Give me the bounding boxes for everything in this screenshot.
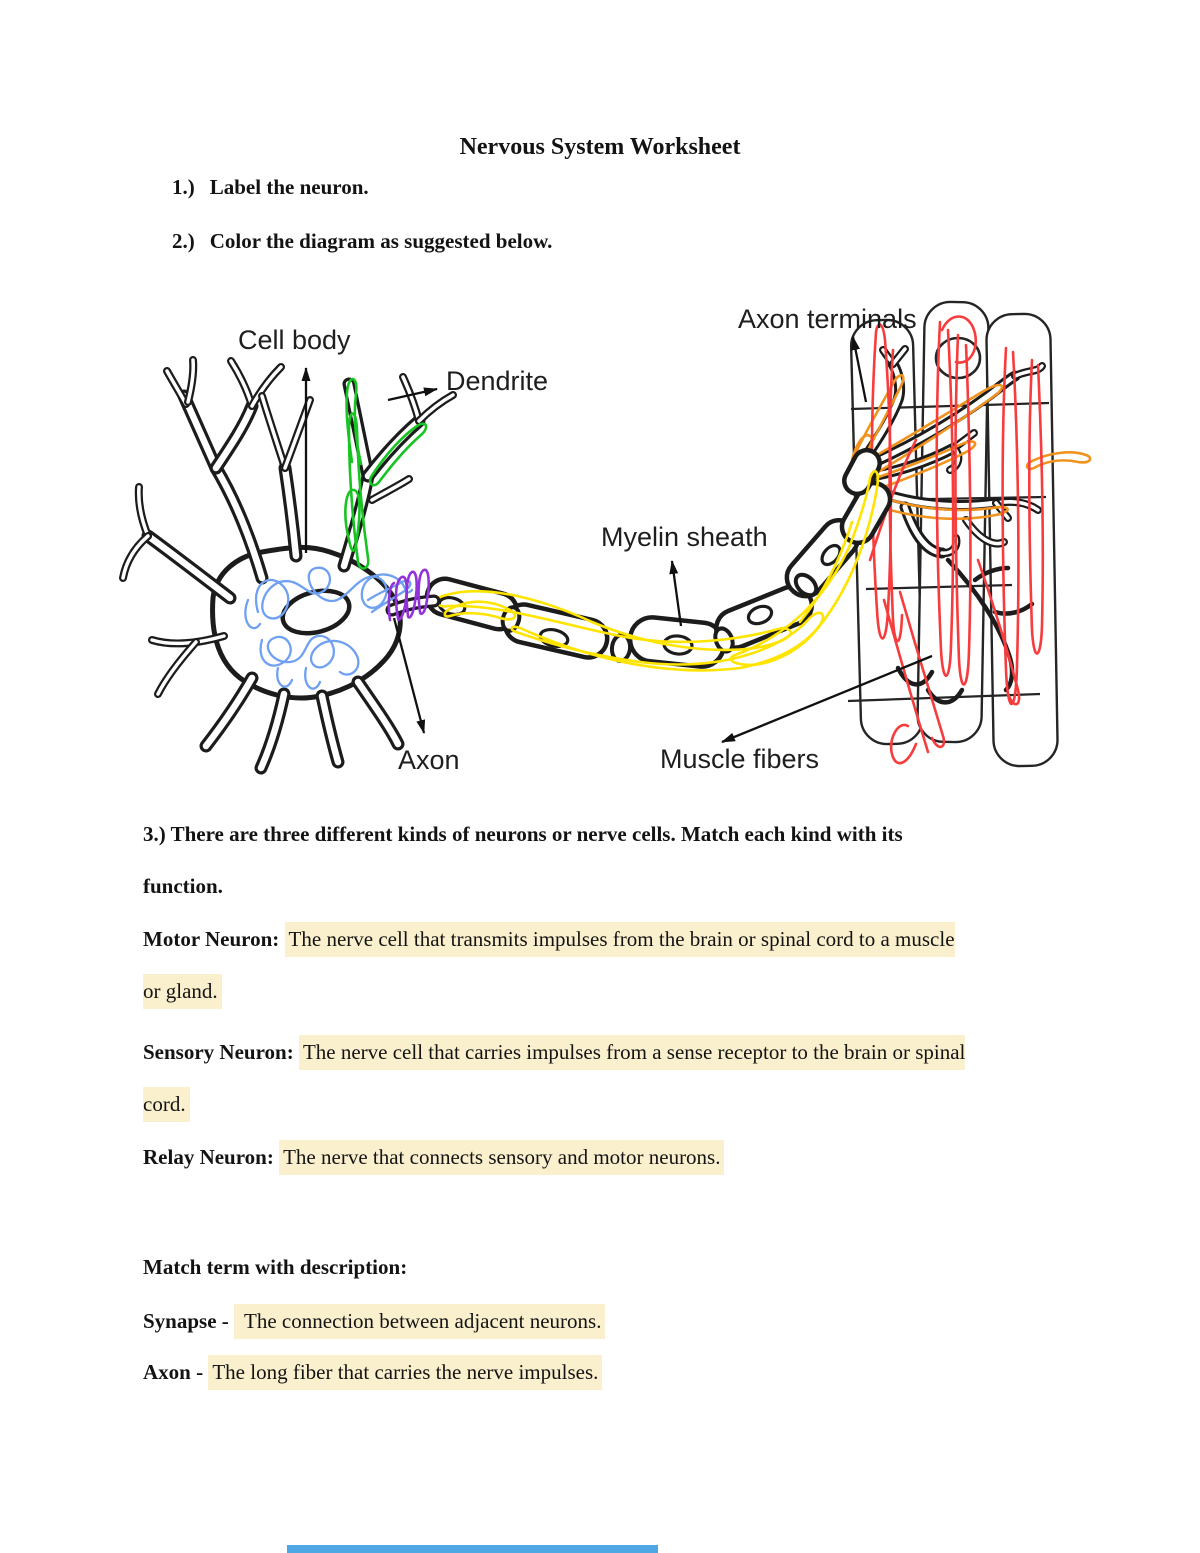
instruction-2: 2.) Color the diagram as suggested below.	[172, 229, 552, 254]
instruction-1-number: 1.)	[172, 175, 195, 199]
myelin-sheath-arrow	[669, 560, 683, 627]
relay-neuron-term: Relay Neuron:	[143, 1145, 274, 1169]
red-scribble-muscle-fibers	[868, 315, 1045, 765]
instruction-1-text: Label the neuron.	[209, 175, 369, 199]
axon-label: Axon	[398, 745, 460, 775]
axon-terminals-arrow	[851, 336, 868, 403]
yellow-scribble-myelin	[435, 469, 880, 672]
neuron-diagram: Cell body Dendrite Axon terminals Myelin…	[119, 300, 1092, 775]
instruction-2-text: Color the diagram as suggested below.	[209, 229, 553, 253]
synapse-entry: Synapse - The connection between adjacen…	[143, 1295, 1069, 1347]
motor-neuron-entry: Motor Neuron: The nerve cell that transm…	[143, 913, 1069, 1017]
sensory-neuron-term: Sensory Neuron:	[143, 1040, 294, 1064]
sensory-neuron-entry: Sensory Neuron: The nerve cell that carr…	[143, 1026, 1069, 1130]
cell-body-label: Cell body	[238, 325, 351, 355]
question-3-text: 3.) There are three different kinds of n…	[143, 822, 903, 898]
cell-body-group	[119, 356, 457, 775]
dendrite-arrow	[387, 387, 438, 402]
label-arrows	[301, 336, 933, 744]
axon-terminals-label: Axon terminals	[738, 304, 917, 334]
axon-answer: The long fiber that carries the nerve im…	[208, 1355, 603, 1390]
instruction-2-number: 2.)	[172, 229, 195, 253]
relay-neuron-answer: The nerve that connects sensory and moto…	[279, 1140, 725, 1175]
axon-entry: Axon - The long fiber that carries the n…	[143, 1346, 1069, 1398]
blue-scribble-cell-body	[244, 566, 414, 690]
axon-arrow	[392, 617, 426, 734]
green-scribble-dendrite	[344, 377, 428, 570]
motor-neuron-term: Motor Neuron:	[143, 927, 280, 951]
myelin-sheath-group	[424, 447, 893, 669]
partial-highlight-bar	[287, 1545, 658, 1553]
purple-scribble-axon-hillock	[387, 568, 430, 622]
synapse-answer: The connection between adjacent neurons.	[234, 1304, 606, 1339]
match-term-heading: Match term with description:	[143, 1255, 408, 1279]
instruction-1: 1.) Label the neuron.	[172, 175, 369, 200]
axon-term: Axon -	[143, 1360, 204, 1384]
dendrite-label: Dendrite	[446, 366, 548, 396]
relay-neuron-entry: Relay Neuron: The nerve that connects se…	[143, 1131, 1069, 1183]
muscle-fibers-arrow	[721, 654, 933, 744]
myelin-sheath-label: Myelin sheath	[601, 522, 768, 552]
muscle-fibers-label: Muscle fibers	[660, 744, 819, 774]
page-title: Nervous System Worksheet	[459, 134, 741, 160]
synapse-term: Synapse -	[143, 1309, 229, 1333]
